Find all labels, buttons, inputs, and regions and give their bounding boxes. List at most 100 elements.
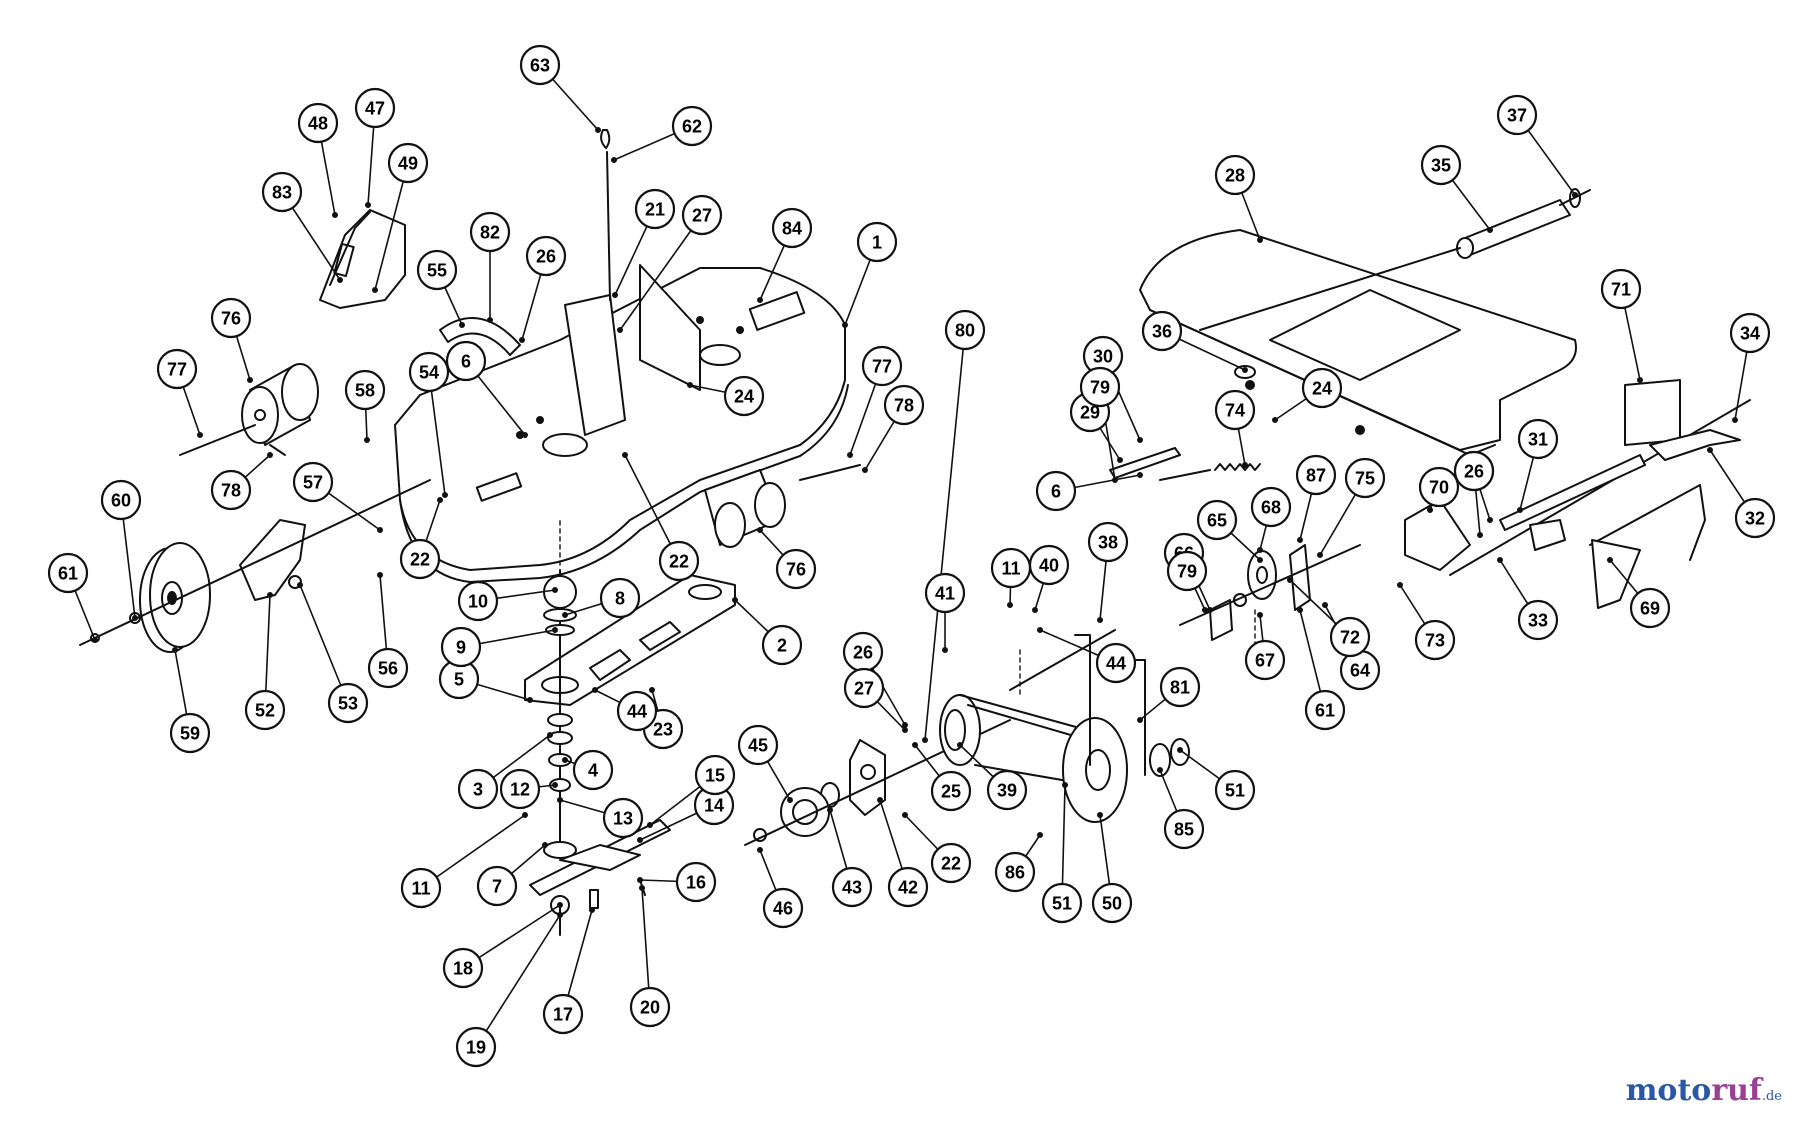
callout-44: 44 xyxy=(616,690,658,732)
leader-end-dot xyxy=(331,212,338,219)
leader-end-dot xyxy=(901,721,908,728)
callout-circle xyxy=(1629,587,1671,629)
callout-circle xyxy=(1079,366,1121,408)
leader-end-dot xyxy=(1487,516,1494,523)
callout-27: 27 xyxy=(681,194,723,236)
leader-end-dot xyxy=(1006,601,1013,608)
callout-number: 64 xyxy=(1350,661,1370,681)
callout-71: 71 xyxy=(1600,268,1642,310)
leader-end-dot xyxy=(638,884,645,891)
callout-number: 13 xyxy=(613,809,633,829)
callout-number: 27 xyxy=(692,206,712,226)
leader-end-dot xyxy=(911,741,918,748)
callout-circle xyxy=(400,867,442,909)
blade-adapter xyxy=(559,844,641,871)
callout-circle xyxy=(1414,619,1456,661)
callout-number: 57 xyxy=(303,473,323,493)
callout-42: 42 xyxy=(887,866,929,908)
callout-circle xyxy=(658,540,700,582)
callout-circle xyxy=(156,348,198,390)
callout-number: 68 xyxy=(1261,498,1281,518)
callout-circle xyxy=(327,682,369,724)
callout-number: 33 xyxy=(1528,611,1548,631)
callout-number: 22 xyxy=(410,550,430,570)
callout-19: 19 xyxy=(455,1026,497,1068)
leader-end-dot xyxy=(132,614,139,621)
hitch-hanger xyxy=(1591,539,1641,609)
callout-45: 45 xyxy=(737,724,779,766)
callout-circle xyxy=(1329,616,1371,658)
spindle-stack xyxy=(543,569,577,859)
pulley-cover xyxy=(319,209,406,309)
idler-arm-assembly xyxy=(1179,544,1361,641)
callout-2: 2 xyxy=(761,624,803,666)
callout-number: 83 xyxy=(272,183,292,203)
callout-number: 5 xyxy=(454,670,464,690)
callout-number: 75 xyxy=(1355,469,1375,489)
leader-end-dot xyxy=(731,596,738,603)
callout-circle xyxy=(440,626,482,668)
callout-number: 45 xyxy=(748,736,768,756)
brand-part-1: moto xyxy=(1625,1073,1712,1108)
leader-line xyxy=(428,371,446,496)
callout-number: 16 xyxy=(686,873,706,893)
leader-end-dot xyxy=(826,806,833,813)
callout-circle xyxy=(1214,389,1256,431)
callout-circle xyxy=(344,369,386,411)
callout-number: 55 xyxy=(427,261,447,281)
brand-tld: .de xyxy=(1761,1089,1782,1104)
callout-21: 21 xyxy=(634,188,676,230)
leader-end-dot xyxy=(1572,192,1579,199)
leader-line xyxy=(420,814,526,889)
callout-circle xyxy=(616,690,658,732)
callout-circle xyxy=(445,340,487,382)
leader-end-dot xyxy=(594,127,601,134)
callout-circle xyxy=(416,249,458,291)
leader-line xyxy=(619,214,703,331)
callout-number: 70 xyxy=(1429,478,1449,498)
mount-plate-right xyxy=(1624,379,1681,446)
callout-number: 80 xyxy=(955,321,975,341)
callout-36: 36 xyxy=(1141,310,1183,352)
callout-6: 6 xyxy=(445,340,487,382)
callout-circle xyxy=(723,375,765,417)
callout-38: 38 xyxy=(1087,521,1129,563)
callout-83: 83 xyxy=(261,171,303,213)
callout-circle xyxy=(292,461,334,503)
leader-end-dot xyxy=(636,836,643,843)
leader-end-dot xyxy=(1477,531,1484,538)
callout-circle xyxy=(681,194,723,236)
callout-number: 6 xyxy=(1051,482,1061,502)
callout-circle xyxy=(861,345,903,387)
belt-and-pulleys xyxy=(939,694,1190,823)
callout-17: 17 xyxy=(542,993,584,1035)
callout-33: 33 xyxy=(1517,599,1559,641)
callout-number: 77 xyxy=(167,360,187,380)
callout-circle xyxy=(1304,689,1346,731)
leader-end-dot xyxy=(1397,581,1404,588)
callout-6: 6 xyxy=(1035,470,1077,512)
callout-circle xyxy=(1035,470,1077,512)
callout-circle xyxy=(856,221,898,263)
callout-81: 81 xyxy=(1159,666,1201,708)
callout-number: 84 xyxy=(782,219,802,239)
callout-circle xyxy=(387,142,429,184)
callout-84: 84 xyxy=(771,207,813,249)
callout-59: 59 xyxy=(169,712,211,754)
callout-number: 78 xyxy=(221,481,241,501)
leader-end-dot xyxy=(376,571,383,578)
leader-end-dot xyxy=(541,841,548,848)
leader-end-dot xyxy=(1097,811,1104,818)
callout-circle xyxy=(457,768,499,810)
callout-82: 82 xyxy=(469,211,511,253)
callout-number: 31 xyxy=(1528,430,1548,450)
callout-circle xyxy=(100,479,142,521)
leader-end-dot xyxy=(371,286,378,293)
callout-54: 54 xyxy=(408,351,450,393)
callout-68: 68 xyxy=(1250,486,1292,528)
callout-circle xyxy=(930,770,972,812)
front-roller xyxy=(704,469,786,548)
deck-bracket xyxy=(564,264,701,436)
callout-circle xyxy=(1517,418,1559,460)
